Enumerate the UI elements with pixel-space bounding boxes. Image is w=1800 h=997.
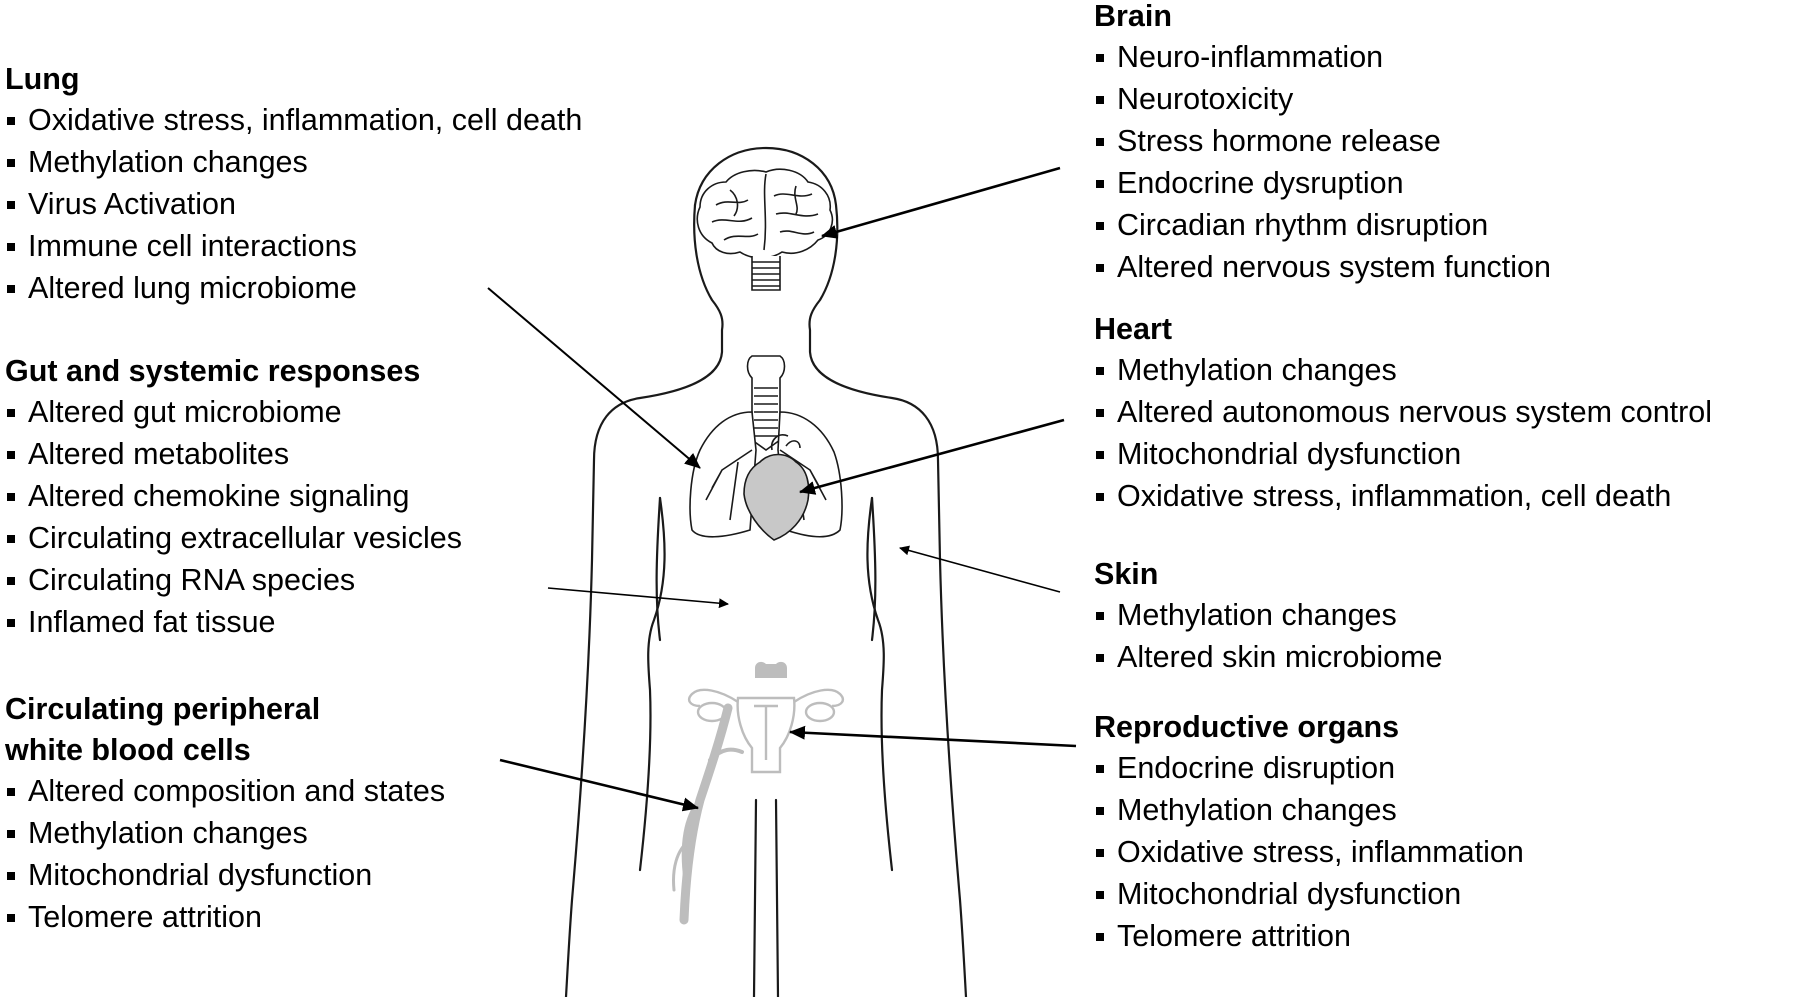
heart-section: Heart Methylation changes Altered autono… bbox=[1094, 309, 1712, 518]
trachea-icon bbox=[746, 355, 786, 451]
bullet-icon bbox=[1096, 221, 1104, 230]
bullet-icon bbox=[7, 871, 15, 880]
gut-title: Gut and systemic responses bbox=[5, 354, 421, 388]
bullet-icon bbox=[1096, 408, 1104, 417]
brain-title: Brain bbox=[1094, 0, 1172, 33]
brain-icon bbox=[696, 168, 834, 291]
lung-title: Lung bbox=[5, 62, 80, 96]
list-item: Altered metabolites bbox=[5, 434, 462, 476]
list-item: Methylation changes bbox=[1094, 595, 1442, 637]
bullet-icon bbox=[7, 450, 15, 459]
list-item: Neurotoxicity bbox=[1094, 79, 1551, 121]
arrow-to-gut bbox=[547, 587, 729, 609]
bullet-icon bbox=[1096, 492, 1104, 501]
wbc-title-line1: Circulating peripheral bbox=[5, 692, 321, 726]
list-item: Methylation changes bbox=[1094, 790, 1524, 832]
list-item: Neuro-inflammation bbox=[1094, 37, 1551, 79]
bullet-icon bbox=[1096, 179, 1104, 188]
list-item: Telomere attrition bbox=[1094, 916, 1524, 958]
list-item: Altered gut microbiome bbox=[5, 392, 462, 434]
bullet-icon bbox=[1096, 612, 1104, 620]
gut-systemic-section: Gut and systemic responses Altered gut m… bbox=[5, 351, 462, 643]
list-item: Oxidative stress, inflammation, cell dea… bbox=[1094, 476, 1712, 518]
list-item: Oxidative stress, inflammation bbox=[1094, 832, 1524, 874]
bullet-icon bbox=[7, 829, 15, 838]
bullet-icon bbox=[7, 534, 15, 543]
arrow-to-blood bbox=[499, 758, 699, 812]
list-item: Endocrine dysruption bbox=[1094, 163, 1551, 205]
bullet-icon bbox=[7, 284, 15, 293]
bullet-icon bbox=[1096, 263, 1104, 272]
uterus-icon bbox=[688, 661, 844, 774]
bullet-icon bbox=[7, 242, 15, 251]
list-item: Endocrine disruption bbox=[1094, 748, 1524, 790]
arrow-to-reproductive bbox=[789, 725, 1077, 748]
list-item: Telomere attrition bbox=[5, 897, 445, 939]
heart-title: Heart bbox=[1094, 312, 1172, 346]
list-item: Methylation changes bbox=[5, 142, 582, 184]
list-item: Altered skin microbiome bbox=[1094, 637, 1442, 679]
skin-section: Skin Methylation changes Altered skin mi… bbox=[1094, 554, 1442, 679]
list-item: Inflamed fat tissue bbox=[5, 602, 462, 644]
bullet-icon bbox=[1096, 765, 1104, 773]
list-item: Altered nervous system function bbox=[1094, 247, 1551, 289]
bullet-icon bbox=[7, 200, 15, 209]
bullet-icon bbox=[7, 409, 15, 417]
bullet-icon bbox=[1096, 137, 1104, 146]
bullet-icon bbox=[1096, 932, 1104, 941]
bullet-icon bbox=[1096, 806, 1104, 815]
bullet-icon bbox=[7, 158, 15, 167]
list-item: Altered composition and states bbox=[5, 771, 445, 813]
wbc-title-line2: white blood cells bbox=[5, 733, 251, 767]
list-item: Mitochondrial dysfunction bbox=[1094, 434, 1712, 476]
bullet-icon bbox=[1096, 54, 1104, 62]
bullet-icon bbox=[7, 117, 15, 125]
list-item: Methylation changes bbox=[1094, 350, 1712, 392]
brain-section: Brain Neuro-inflammation Neurotoxicity S… bbox=[1094, 0, 1551, 288]
bullet-icon bbox=[1096, 848, 1104, 857]
arrow-to-brain bbox=[821, 166, 1061, 239]
list-item: Altered autonomous nervous system contro… bbox=[1094, 392, 1712, 434]
list-item: Mitochondrial dysfunction bbox=[1094, 874, 1524, 916]
repro-title: Reproductive organs bbox=[1094, 710, 1400, 744]
list-item: Altered lung microbiome bbox=[5, 268, 582, 310]
lung-section: Lung Oxidative stress, inflammation, cel… bbox=[5, 59, 582, 310]
bullet-icon bbox=[1096, 653, 1104, 662]
human-body-outline bbox=[564, 146, 968, 997]
list-item: Virus Activation bbox=[5, 184, 582, 226]
list-item: Methylation changes bbox=[5, 813, 445, 855]
heart-icon bbox=[743, 434, 810, 541]
arrow-to-heart bbox=[799, 418, 1065, 495]
bullet-icon bbox=[7, 492, 15, 501]
reproductive-organs-section: Reproductive organs Endocrine disruption… bbox=[1094, 707, 1524, 958]
list-item: Altered chemokine signaling bbox=[5, 476, 462, 518]
bullet-icon bbox=[7, 576, 15, 585]
arrow-to-lung bbox=[487, 287, 701, 469]
list-item: Circulating extracellular vesicles bbox=[5, 518, 462, 560]
bullet-icon bbox=[7, 618, 15, 627]
bullet-icon bbox=[1096, 450, 1104, 459]
arrow-to-skin bbox=[899, 545, 1061, 593]
white-blood-cells-section: Circulating peripheral white blood cells… bbox=[5, 689, 445, 939]
list-item: Oxidative stress, inflammation, cell dea… bbox=[5, 100, 582, 142]
list-item: Circadian rhythm disruption bbox=[1094, 205, 1551, 247]
list-item: Mitochondrial dysfunction bbox=[5, 855, 445, 897]
list-item: Immune cell interactions bbox=[5, 226, 582, 268]
blood-vessel-icon bbox=[672, 703, 744, 925]
bullet-icon bbox=[7, 913, 15, 922]
list-item: Stress hormone release bbox=[1094, 121, 1551, 163]
bullet-icon bbox=[1096, 95, 1104, 104]
list-item: Circulating RNA species bbox=[5, 560, 462, 602]
bullet-icon bbox=[7, 788, 15, 796]
arrows bbox=[487, 166, 1077, 812]
bullet-icon bbox=[1096, 367, 1104, 375]
bullet-icon bbox=[1096, 890, 1104, 899]
skin-title: Skin bbox=[1094, 557, 1159, 591]
